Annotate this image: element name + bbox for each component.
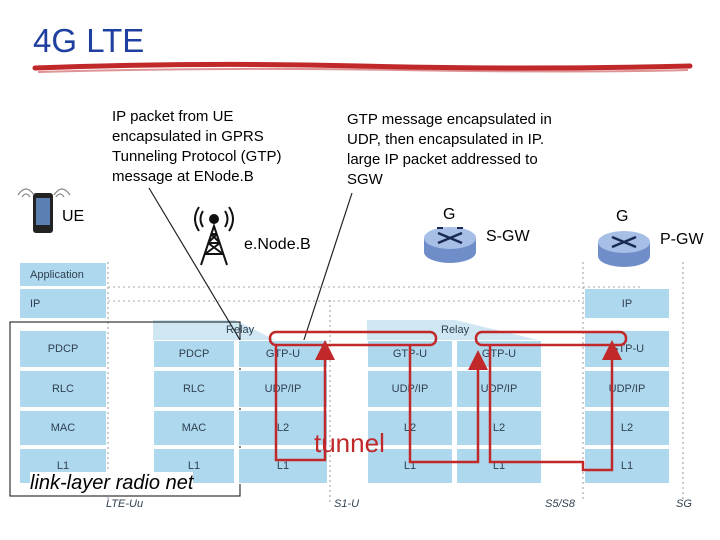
callout-line: message at ENode.B <box>112 168 254 185</box>
stack-cell: L2 <box>584 410 670 446</box>
router-icon-sgw <box>424 227 476 263</box>
radio-net-label: link-layer radio net <box>30 472 194 495</box>
stack-cell: PDCP <box>19 330 107 368</box>
callout-line: encapsulated in GPRS <box>112 128 264 145</box>
stack-cell: UDP/IP <box>238 370 328 408</box>
stack-cell: L1 <box>584 448 670 484</box>
stack-cell: PDCP <box>153 340 235 368</box>
stack-cell: Application <box>19 262 107 287</box>
pgw-label: P-GW <box>660 231 704 248</box>
stack-cell: IP <box>584 288 670 319</box>
cell-tower-icon <box>194 206 234 266</box>
stack-cell: RLC <box>19 370 107 408</box>
stack-cell: L1 <box>238 448 328 484</box>
callout-line: large IP packet addressed to <box>347 151 538 168</box>
slide-title: 4G LTE <box>33 22 145 59</box>
relay-label-enodeb: Relay <box>226 324 255 336</box>
stack-cell: L2 <box>456 410 542 446</box>
pgw-router-letter: G <box>616 208 629 225</box>
relay-label-sgw: Relay <box>441 324 470 336</box>
callout-line: UDP, then encapsulated in IP. <box>347 131 545 148</box>
sgw-label: S-GW <box>486 228 530 245</box>
stack-cell: UDP/IP <box>584 370 670 408</box>
interface-label-lte-uu: LTE-Uu <box>106 498 144 510</box>
callout-line: IP packet from UE <box>112 108 234 125</box>
phone-icon <box>17 188 71 233</box>
enodeb-label: e.Node.B <box>244 236 311 253</box>
callout-line: Tunneling Protocol (GTP) <box>112 148 282 165</box>
stack-cell: IP <box>19 288 107 319</box>
tunnel-bar-s1 <box>268 330 438 347</box>
router-icon-pgw <box>598 231 650 267</box>
stack-cell: MAC <box>19 410 107 446</box>
stack-cell: L1 <box>456 448 542 484</box>
stack-cell: L2 <box>238 410 328 446</box>
sgw-router-letter: G <box>443 206 456 223</box>
callout-line: GTP message encapsulated in <box>347 111 552 128</box>
tunnel-bar-s5 <box>474 330 628 347</box>
stack-cell: RLC <box>153 370 235 408</box>
stack-cell: MAC <box>153 410 235 446</box>
interface-label-s1-u: S1-U <box>334 498 360 510</box>
tunnel-label: tunnel <box>314 428 385 458</box>
callout-enodeb-encapsulation: IP packet from UE encapsulated in GPRS T… <box>112 107 282 187</box>
callout-udp-ip-encapsulation: GTP message encapsulated in UDP, then en… <box>347 110 552 190</box>
ue-label: UE <box>62 208 85 225</box>
interface-label-s5-s8: S5/S8 <box>545 498 575 510</box>
title-underline <box>32 61 693 71</box>
interface-label-sg: SG <box>676 498 692 510</box>
radio-net-box <box>9 321 241 497</box>
callout-line: SGW <box>347 171 383 188</box>
